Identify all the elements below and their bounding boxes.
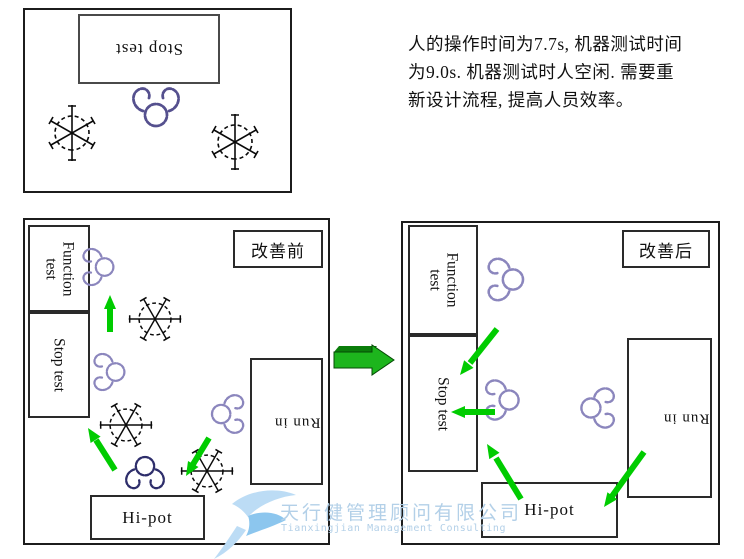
before-run-in-label: Run in bbox=[273, 414, 320, 430]
note-line: 人的操作时间为7.7s, 机器测试时间 bbox=[408, 34, 683, 54]
operator-icon bbox=[580, 387, 616, 429]
rotary-fixture-icon bbox=[99, 402, 153, 448]
after-function-test-box: Function test bbox=[408, 225, 478, 335]
before-title: 改善前 bbox=[251, 241, 305, 261]
watermark-company-name: 天行健管理顾问有限公司 bbox=[280, 503, 523, 524]
analysis-note: 人的操作时间为7.7s, 机器测试时间 为9.0s. 机器测试时人空闲. 需要重… bbox=[408, 30, 730, 114]
operator-icon bbox=[82, 247, 115, 287]
top-stop-test-box: Stop test bbox=[78, 14, 220, 84]
before-hipot-label: Hi-pot bbox=[122, 507, 173, 527]
after-diagram-frame bbox=[401, 221, 720, 545]
top-stop-test-label: Stop test bbox=[114, 40, 184, 59]
operator-icon bbox=[487, 257, 525, 302]
operator-icon bbox=[132, 87, 180, 128]
before-title-box: 改善前 bbox=[233, 230, 323, 268]
rotary-fixture-icon bbox=[180, 448, 234, 494]
top-figure-frame bbox=[23, 8, 292, 193]
after-function-test-label: Function test bbox=[426, 252, 461, 308]
rotary-fixture-icon bbox=[211, 113, 259, 171]
operator-icon bbox=[93, 352, 126, 392]
operator-icon bbox=[484, 379, 520, 421]
before-diagram-frame bbox=[23, 218, 330, 545]
before-function-test-box: Function test bbox=[28, 225, 90, 312]
watermark-company-name-en: Tianxingjian Management Consulting bbox=[281, 523, 507, 534]
before-run-in-box: Run in bbox=[250, 358, 323, 485]
after-run-in-box: Run in bbox=[627, 338, 712, 498]
after-hipot-label: Hi-pot bbox=[524, 500, 575, 519]
before-hipot-box: Hi-pot bbox=[90, 495, 205, 540]
before-function-test-label: Function test bbox=[42, 240, 77, 297]
operator-icon bbox=[210, 394, 245, 434]
before-stop-test-box: Stop test bbox=[28, 312, 90, 418]
after-stop-test-box: Stop test bbox=[408, 335, 478, 472]
after-title: 改善后 bbox=[639, 241, 693, 261]
note-line: 为9.0s. 机器测试时人空闲. 需要重 bbox=[408, 62, 675, 82]
rotary-fixture-icon bbox=[128, 296, 182, 342]
note-line: 新设计流程, 提高人员效率。 bbox=[408, 90, 634, 110]
before-stop-test-label: Stop test bbox=[50, 338, 68, 392]
after-run-in-label: Run in bbox=[662, 410, 709, 427]
rotary-fixture-icon bbox=[48, 104, 96, 162]
after-stop-test-label: Stop test bbox=[434, 376, 452, 431]
improvement-arrow-icon bbox=[333, 344, 395, 376]
after-title-box: 改善后 bbox=[622, 230, 710, 268]
